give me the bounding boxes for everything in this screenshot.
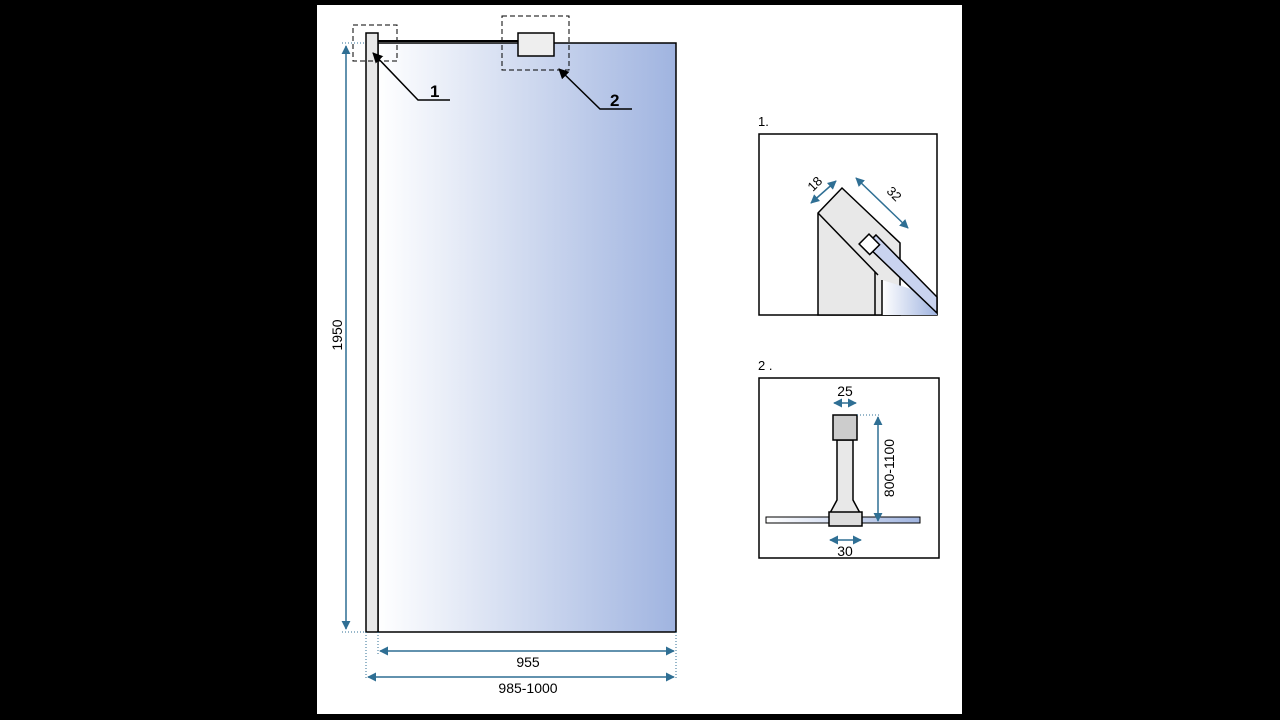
glass-clamp (828, 511, 863, 527)
leader-2 (558, 68, 632, 110)
detail-2-dim-30: 30 (837, 543, 853, 559)
leader-1 (372, 52, 450, 101)
glass-panel (377, 42, 677, 633)
detail-2-label: 2 . (758, 358, 772, 373)
detail-2-dim-height: 800-1100 (881, 439, 897, 497)
main-view: 1 2 1950 955 985-1000 (329, 15, 677, 696)
detail-2-marker (501, 15, 570, 71)
callout-1: 1 (430, 82, 439, 101)
total-width-dimension: 985-1000 (498, 680, 557, 696)
glass-width-dimension: 955 (516, 654, 540, 670)
wall-profile (365, 32, 379, 633)
wall-mount (832, 414, 858, 441)
detail-2: 2 . 25 800-1100 30 (758, 358, 940, 559)
profile-section (817, 186, 901, 316)
detail-1-label: 1. (758, 114, 769, 129)
detail-2-dim-25: 25 (837, 383, 853, 399)
callout-2: 2 (610, 91, 619, 110)
height-dimension: 1950 (329, 319, 345, 350)
detail-1: 1. 18 32 (758, 114, 938, 316)
bar-bracket (517, 32, 555, 57)
